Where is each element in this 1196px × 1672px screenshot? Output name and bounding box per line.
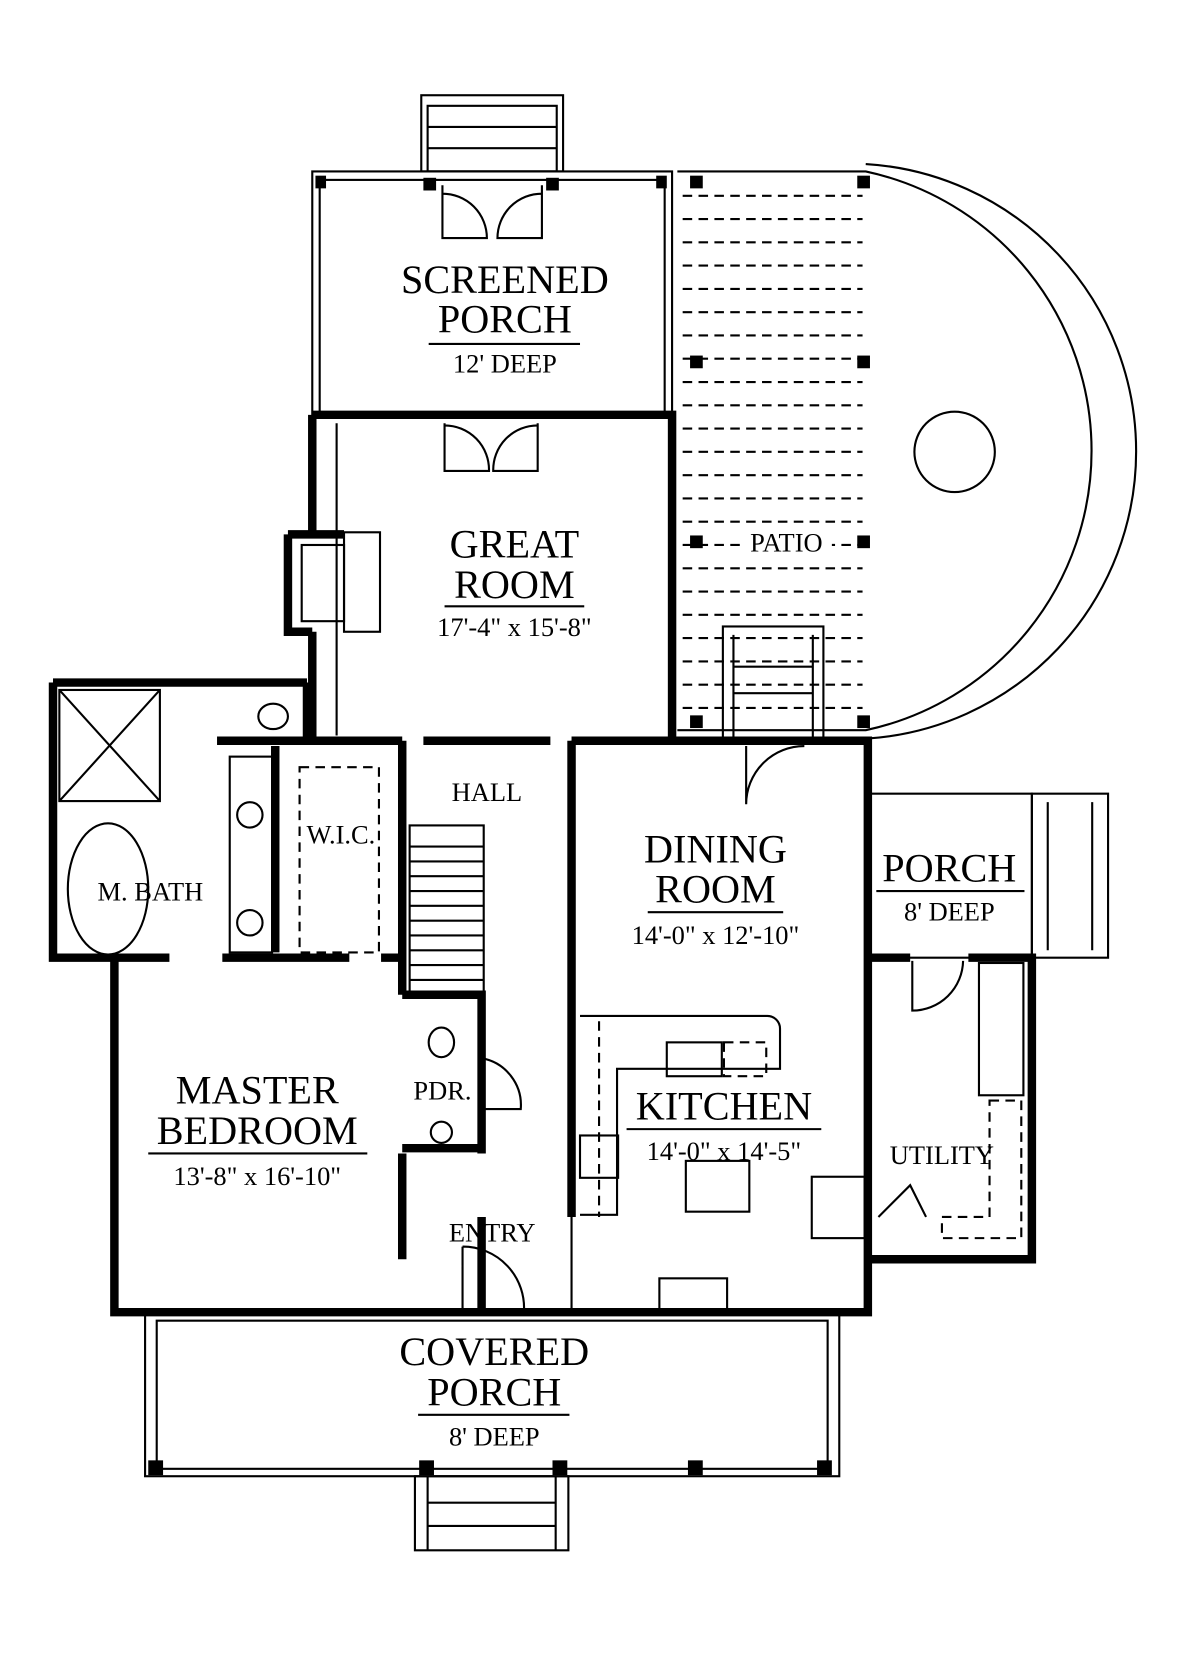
dining-room-size: 14'-0" x 12'-10"	[632, 920, 800, 950]
side-porch-utility	[866, 792, 1110, 1264]
kitchen-name: KITCHEN	[636, 1084, 812, 1129]
patio-table-icon	[913, 410, 996, 494]
covered-porch-size: 8' DEEP	[449, 1422, 540, 1452]
side-porch-name: PORCH	[882, 846, 1016, 891]
screened-porch-name-2: PORCH	[438, 296, 572, 341]
entry-name: ENTRY	[449, 1217, 536, 1247]
toilet-icon	[427, 1026, 456, 1059]
patio-name: PATIO	[750, 527, 822, 557]
side-porch-size: 8' DEEP	[904, 897, 995, 927]
sink-icon	[236, 801, 264, 829]
great-room-name-2: ROOM	[454, 562, 575, 607]
master-bedroom-name-2: BEDROOM	[157, 1108, 358, 1153]
main-walls	[48, 678, 873, 1317]
utility-name: UTILITY	[890, 1140, 994, 1170]
wic-name: W.I.C.	[306, 819, 375, 849]
covered-porch-name-1: COVERED	[399, 1329, 589, 1374]
patio-area	[677, 162, 1138, 742]
great-room-name-1: GREAT	[450, 522, 580, 567]
kitchen-size: 14'-0" x 14'-5"	[647, 1136, 801, 1166]
toilet-icon	[257, 702, 289, 731]
bathtub-icon	[66, 822, 150, 956]
dining-room-name-2: ROOM	[655, 867, 776, 912]
hall-name: HALL	[452, 777, 522, 807]
screened-porch-name-1: SCREENED	[401, 257, 609, 302]
master-bedroom-size: 13'-8" x 16'-10"	[173, 1161, 341, 1191]
kitchen-sink-icon	[665, 1041, 723, 1078]
great-room-size: 17'-4" x 15'-8"	[437, 612, 591, 642]
powder-room-name: PDR.	[413, 1075, 471, 1105]
covered-porch-name-2: PORCH	[427, 1369, 561, 1414]
cooktop-icon	[578, 1134, 620, 1179]
master-bath-name: M. BATH	[97, 877, 203, 907]
great-room-area	[283, 410, 677, 741]
kitchen-island	[684, 1159, 751, 1213]
screened-porch-size: 12' DEEP	[453, 348, 557, 378]
covered-porch-area	[144, 1311, 841, 1552]
dining-room-name-1: DINING	[644, 826, 787, 871]
master-bedroom-name-1: MASTER	[176, 1068, 339, 1113]
sink-icon	[236, 909, 264, 937]
